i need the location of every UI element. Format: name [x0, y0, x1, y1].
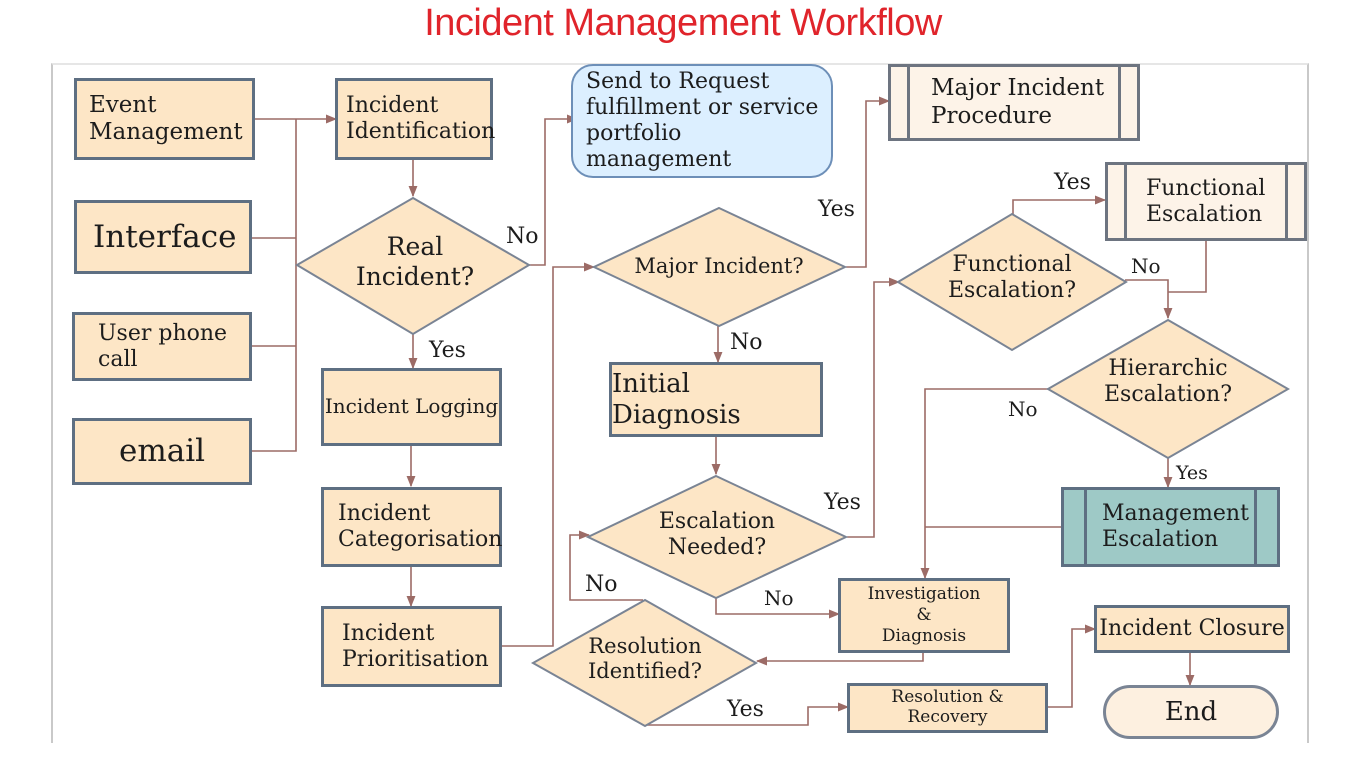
incident-categorisation-box: Incident Categorisation — [321, 487, 502, 567]
functional-escalation-yes-label: Yes — [1054, 170, 1091, 195]
connector-investigation-to-resolution — [755, 652, 924, 666]
end-label: End — [1164, 696, 1218, 727]
major-incident-no-label: No — [730, 330, 763, 355]
escalation-needed-yes-label: Yes — [824, 490, 861, 515]
connector-major-yes-to-procedure — [846, 96, 891, 268]
connector-escalation-yes-to-functional — [847, 277, 901, 538]
management-escalation-label: Management Escalation — [1102, 501, 1249, 552]
connector-escalation-no-to-investigation — [715, 598, 841, 619]
escalation-needed-label: Escalation Needed? — [658, 509, 776, 561]
resolution-recovery-box: Resolution & Recovery — [847, 683, 1048, 733]
connector-email-to-bus — [251, 119, 297, 452]
incident-prioritisation-box: Incident Prioritisation — [321, 606, 502, 687]
real-incident-diamond — [295, 196, 531, 336]
resolution-identified-yes-label: Yes — [727, 697, 764, 722]
resolution-identified-no-label: No — [585, 572, 618, 597]
management-escalation-box: Management Escalation — [1061, 487, 1280, 567]
hierarchic-escalation-label: Hierarchic Escalation? — [1103, 356, 1233, 408]
hierarchic-escalation-diamond — [1045, 318, 1291, 460]
connector-real-no-to-request — [529, 114, 579, 266]
connector-functional-yes — [1012, 195, 1107, 214]
investigation-diagnosis-label: Investigation & Diagnosis — [867, 583, 981, 647]
incident-closure-label: Incident Closure — [1099, 616, 1285, 642]
investigation-diagnosis-box: Investigation & Diagnosis — [838, 578, 1010, 653]
interface-box: Interface — [74, 200, 252, 274]
diagram-title: Incident Management Workflow — [424, 2, 942, 44]
incident-closure-box: Incident Closure — [1094, 605, 1290, 653]
connector-prioritisation-to-major — [501, 262, 596, 647]
major-incident-procedure-label: Major Incident Procedure — [931, 75, 1105, 129]
real-incident-yes-label: Yes — [429, 338, 466, 363]
send-to-request-label: Send to Request fulfillment or service p… — [586, 69, 819, 172]
connector-hierarchic-no-to-investigation — [920, 388, 1050, 580]
incident-logging-label: Incident Logging — [324, 394, 499, 419]
hierarchic-escalation-yes-label: Yes — [1176, 462, 1208, 484]
connector-resolution-yes-to-recovery — [645, 702, 850, 726]
escalation-needed-diamond — [585, 474, 849, 600]
event-management-box: Event Management — [74, 78, 255, 160]
major-incident-label: Major Incident? — [634, 254, 804, 278]
major-incident-yes-label: Yes — [818, 197, 855, 222]
real-incident-no-label: No — [506, 224, 539, 249]
incident-prioritisation-label: Incident Prioritisation — [342, 620, 489, 672]
resolution-identified-label: Resolution Identified? — [588, 634, 702, 684]
email-box: email — [72, 418, 252, 485]
send-to-request-box: Send to Request fulfillment or service p… — [571, 64, 833, 178]
functional-escalation-label: Functional Escalation — [1146, 175, 1266, 227]
user-phone-call-label: User phone call — [98, 320, 228, 372]
real-incident-label: Real Incident? — [355, 232, 475, 291]
resolution-identified-diamond — [530, 598, 759, 728]
resolution-recovery-label: Resolution & Recovery — [891, 687, 1004, 727]
escalation-needed-no-label: No — [764, 586, 794, 610]
incident-identification-label: Incident Identification — [346, 93, 496, 144]
incident-logging-box: Incident Logging — [321, 368, 502, 446]
initial-diagnosis-box: Initial Diagnosis — [609, 362, 823, 437]
functional-escalation-diamond — [896, 212, 1128, 352]
connector-functional-escalation-to-hierarchic — [1168, 240, 1207, 293]
email-label: email — [118, 433, 206, 470]
incident-identification-box: Incident Identification — [335, 78, 496, 160]
interface-label: Interface — [93, 218, 237, 255]
event-management-label: Event Management — [89, 91, 243, 145]
functional-escalation-question-label: Functional Escalation? — [947, 252, 1077, 304]
connector-resolution-no-to-escalation — [569, 530, 643, 601]
hierarchic-escalation-no-label: No — [1008, 397, 1038, 421]
functional-escalation-box: Functional Escalation — [1105, 162, 1307, 241]
connector-functional-no-to-hierarchic — [1125, 279, 1173, 320]
incident-categorisation-label: Incident Categorisation — [338, 501, 503, 552]
major-incident-diamond — [591, 206, 848, 328]
functional-escalation-no-label: No — [1131, 254, 1161, 278]
user-phone-call-box: User phone call — [72, 312, 252, 381]
major-incident-procedure-box: Major Incident Procedure — [888, 64, 1140, 141]
initial-diagnosis-label: Initial Diagnosis — [612, 368, 741, 430]
end-terminator: End — [1103, 685, 1279, 739]
connector-recovery-to-closure — [1047, 624, 1097, 708]
